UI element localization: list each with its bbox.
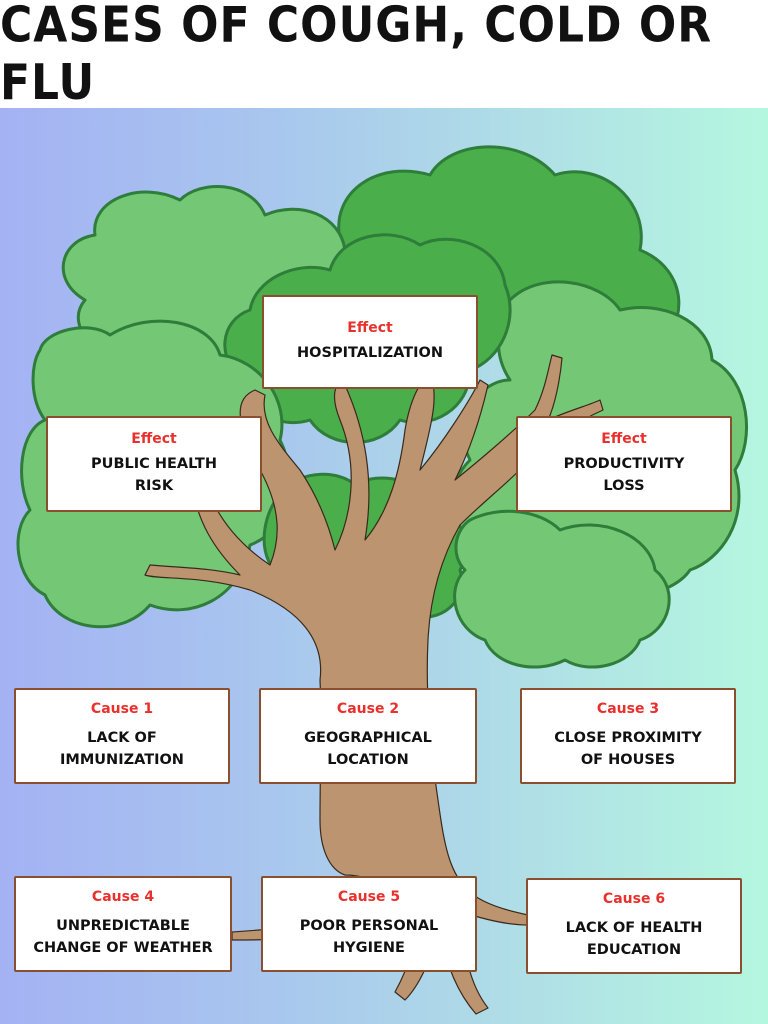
- cause-text: LACK OF IMMUNIZATION: [60, 730, 184, 768]
- effect-text: PUBLIC HEALTH RISK: [91, 456, 217, 494]
- cause-box-4: Cause 4 UNPREDICTABLE CHANGE OF WEATHER: [14, 876, 232, 972]
- effect-label: Effect: [601, 431, 647, 447]
- cause-text: LACK OF HEALTH EDUCATION: [565, 920, 703, 958]
- effect-label: Effect: [131, 431, 177, 447]
- cause-label: Cause 3: [596, 701, 660, 717]
- cause-label: Cause 6: [602, 891, 666, 907]
- cause-text: POOR PERSONAL HYGIENE: [299, 918, 439, 956]
- effect-box-hospitalization: Effect HOSPITALIZATION: [262, 295, 478, 389]
- title-bar: CASES OF COUGH, COLD OR FLU: [0, 0, 768, 112]
- cause-label: Cause 4: [91, 889, 155, 905]
- cause-box-3: Cause 3 CLOSE PROXIMITY OF HOUSES: [520, 688, 736, 784]
- effect-label: Effect: [347, 320, 393, 336]
- effect-box-public-health-risk: Effect PUBLIC HEALTH RISK: [46, 416, 262, 512]
- cause-label: Cause 5: [337, 889, 401, 905]
- cause-label: Cause 2: [336, 701, 400, 717]
- cause-box-2: Cause 2 GEOGRAPHICAL LOCATION: [259, 688, 477, 784]
- cause-text: CLOSE PROXIMITY OF HOUSES: [554, 730, 702, 768]
- foliage-right-lower: [453, 509, 671, 669]
- effect-text: PRODUCTIVITY LOSS: [563, 456, 685, 494]
- cause-box-1: Cause 1 LACK OF IMMUNIZATION: [14, 688, 230, 784]
- cause-box-5: Cause 5 POOR PERSONAL HYGIENE: [261, 876, 477, 972]
- cause-box-6: Cause 6 LACK OF HEALTH EDUCATION: [526, 878, 742, 974]
- page-title: CASES OF COUGH, COLD OR FLU: [0, 0, 713, 112]
- effect-text: HOSPITALIZATION: [297, 345, 443, 361]
- effect-box-productivity-loss: Effect PRODUCTIVITY LOSS: [516, 416, 732, 512]
- cause-label: Cause 1: [90, 701, 154, 717]
- cause-text: UNPREDICTABLE CHANGE OF WEATHER: [33, 918, 213, 956]
- cause-text: GEOGRAPHICAL LOCATION: [304, 730, 432, 768]
